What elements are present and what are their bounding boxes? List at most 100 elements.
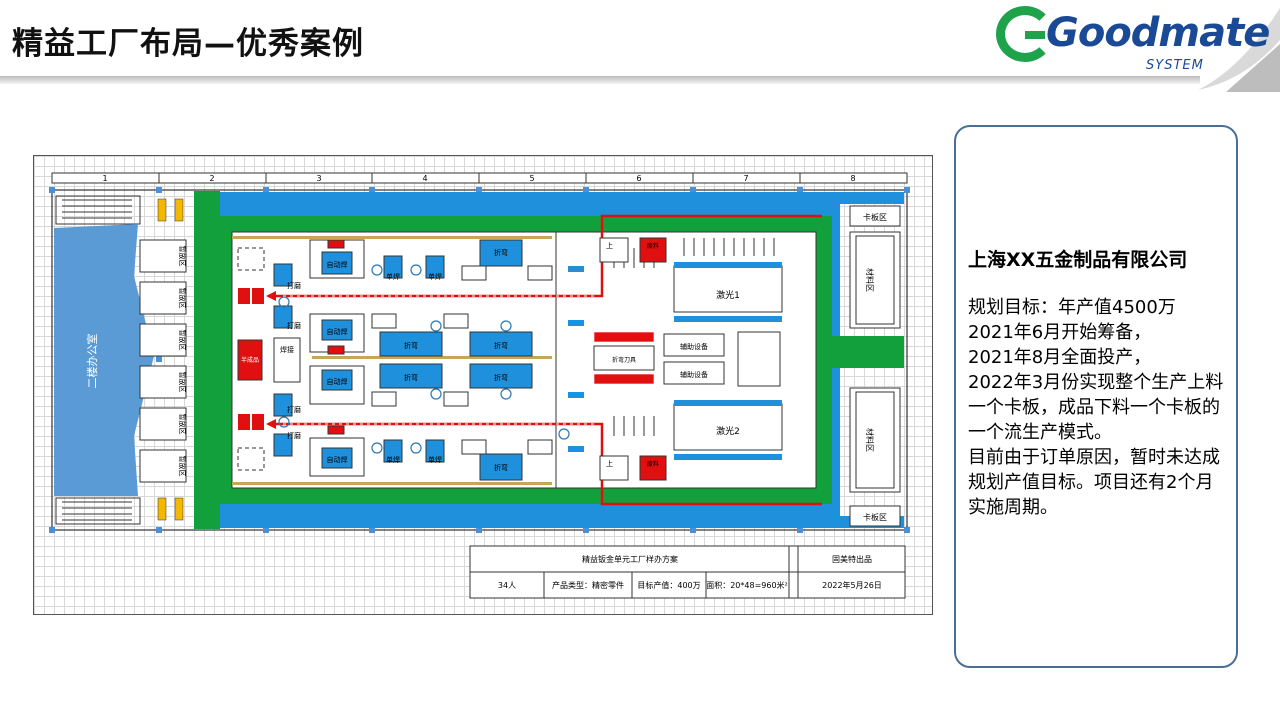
ruler-ticks bbox=[158, 173, 801, 183]
arrow-head-icon bbox=[266, 291, 276, 301]
company-name: 上海XX五金制品有限公司 bbox=[968, 249, 1188, 271]
material-zone-label: 材料区 bbox=[865, 428, 875, 452]
office-area bbox=[54, 224, 154, 496]
bend-label: 折弯 bbox=[494, 373, 508, 382]
tan-lines bbox=[232, 236, 552, 485]
dust-equipment-label: 焊接 bbox=[280, 345, 294, 354]
laser-machines bbox=[673, 265, 783, 451]
page-curl-decoration bbox=[1190, 0, 1280, 92]
single-weld-label: 单焊 bbox=[386, 272, 400, 281]
project-description: 规划目标：年产值4500万 2021年6月开始筹备， 2021年8月全面投产， … bbox=[968, 295, 1230, 520]
bend-label: 折弯 bbox=[494, 463, 508, 472]
ruler-label: 8 bbox=[850, 174, 855, 183]
red-stations bbox=[238, 288, 264, 430]
logo-subtitle: SYSTEM bbox=[1146, 58, 1204, 73]
table-product: 产品类型：精密零件 bbox=[552, 580, 624, 590]
bend-label: 折弯 bbox=[404, 373, 418, 382]
green-band-right bbox=[816, 232, 830, 488]
blue-band-bottom bbox=[220, 516, 904, 528]
desc-line: 规划目标：年产值4500万 bbox=[968, 297, 1176, 318]
dashed-areas bbox=[237, 247, 265, 471]
auto-weld-label: 自动焊 bbox=[327, 260, 348, 269]
red-zone-label: 半成品 bbox=[241, 356, 259, 364]
storage-label: 暂放区 bbox=[178, 456, 187, 477]
bending-tool-rack bbox=[593, 331, 655, 385]
loading-station bbox=[599, 455, 629, 481]
desc-line: 2022年3月份实现整个生产上料一个卡板，成品下料一个卡板的一个流生产模式。 bbox=[968, 372, 1224, 443]
desc-line: 2021年6月开始筹备， bbox=[968, 322, 1152, 343]
upper-label: 上 bbox=[606, 459, 613, 468]
storage-label: 暂放区 bbox=[178, 246, 187, 267]
bend-label: 折弯 bbox=[404, 341, 418, 350]
ruler-label: 7 bbox=[743, 174, 748, 183]
punch-label: 打磨 bbox=[287, 431, 301, 440]
auto-weld-label: 自动焊 bbox=[327, 455, 348, 464]
header-divider bbox=[0, 76, 1200, 84]
goodmate-logo: Goodmate SYSTEM bbox=[996, 4, 1270, 74]
pallet-zone-label: 卡板区 bbox=[863, 512, 887, 522]
punch-label: 打磨 bbox=[287, 321, 301, 330]
table-output: 目标产值：400万 bbox=[637, 580, 700, 590]
red-zone bbox=[237, 339, 263, 381]
storage-label: 暂放区 bbox=[178, 414, 187, 435]
factory-layout-svg: 1 2 3 4 5 6 7 8 二楼办公室 暂放 bbox=[49, 172, 910, 599]
ruler-label: 5 bbox=[529, 174, 534, 183]
storage-cells bbox=[139, 239, 187, 483]
storage-label: 暂放区 bbox=[178, 372, 187, 393]
table-brand: 固美特出品 bbox=[832, 554, 872, 564]
blue-band-top bbox=[220, 192, 904, 204]
bending-machines bbox=[379, 239, 533, 481]
green-band-top bbox=[232, 216, 830, 232]
laser1-label: 激光1 bbox=[716, 289, 740, 301]
ruler-label: 2 bbox=[209, 174, 214, 183]
table-area: 面积：20*48=960米² bbox=[706, 580, 788, 590]
tool-rack-base bbox=[593, 345, 655, 371]
aux-label: 辅助设备 bbox=[680, 342, 708, 351]
logo-wordmark: Goodmate bbox=[1046, 10, 1270, 56]
operator-icons bbox=[278, 264, 570, 454]
table-date: 2022年5月26日 bbox=[822, 580, 882, 590]
auto-weld-cells bbox=[309, 239, 365, 477]
office-label: 二楼办公室 bbox=[85, 334, 99, 389]
page-title: 精益工厂布局—优秀案例 bbox=[12, 26, 364, 62]
laser-tracks bbox=[674, 262, 782, 460]
blue-corridor bbox=[220, 204, 840, 516]
auto-weld-label: 自动焊 bbox=[327, 327, 348, 336]
desc-line: 2021年8月全面投产， bbox=[968, 347, 1152, 368]
storage-label: 暂放区 bbox=[178, 288, 187, 309]
pallet-zone-label: 卡板区 bbox=[863, 212, 887, 222]
stairs-bottom bbox=[55, 497, 141, 525]
stairs-top bbox=[55, 195, 141, 225]
ruler-label: 4 bbox=[422, 174, 427, 183]
table-people: 34人 bbox=[498, 581, 516, 590]
logo-g-icon bbox=[996, 6, 1054, 62]
ruler-label: 1 bbox=[102, 174, 107, 183]
storage-label: 暂放区 bbox=[178, 330, 187, 351]
single-weld-label: 单焊 bbox=[428, 272, 442, 281]
bend-label: 折弯 bbox=[494, 248, 508, 257]
conveyor-strips bbox=[568, 266, 584, 452]
ruler-label: 3 bbox=[316, 174, 321, 183]
info-panel: 上海XX五金制品有限公司 规划目标：年产值4500万 2021年6月开始筹备， … bbox=[954, 125, 1238, 668]
punch-stations bbox=[273, 263, 293, 457]
punch-label: 打磨 bbox=[287, 405, 301, 414]
ruler-label: 6 bbox=[636, 174, 641, 183]
single-weld-label: 单焊 bbox=[386, 455, 400, 464]
green-band-bottom bbox=[232, 488, 830, 504]
arrow-head-icon bbox=[266, 419, 276, 429]
bend-label: 折弯 bbox=[494, 341, 508, 350]
auto-weld-label: 自动焊 bbox=[327, 377, 348, 386]
scrap-bin bbox=[639, 237, 667, 263]
laser2-label: 激光2 bbox=[716, 425, 740, 437]
punch-label: 打磨 bbox=[287, 281, 301, 290]
work-tables bbox=[371, 265, 553, 455]
title-block bbox=[469, 545, 906, 599]
desc-line: 目前由于订单原因，暂时未达成规划产值目标。项目还有2个月实施周期。 bbox=[968, 447, 1220, 518]
green-exit bbox=[840, 336, 904, 368]
single-weld-stations bbox=[383, 255, 445, 463]
scrap-label: 废料 bbox=[647, 242, 659, 250]
scrap-label: 废料 bbox=[647, 460, 659, 468]
loading-station bbox=[599, 237, 629, 263]
table-title: 精益钣金单元工厂样办方案 bbox=[582, 554, 678, 564]
single-weld-label: 单焊 bbox=[428, 455, 442, 464]
